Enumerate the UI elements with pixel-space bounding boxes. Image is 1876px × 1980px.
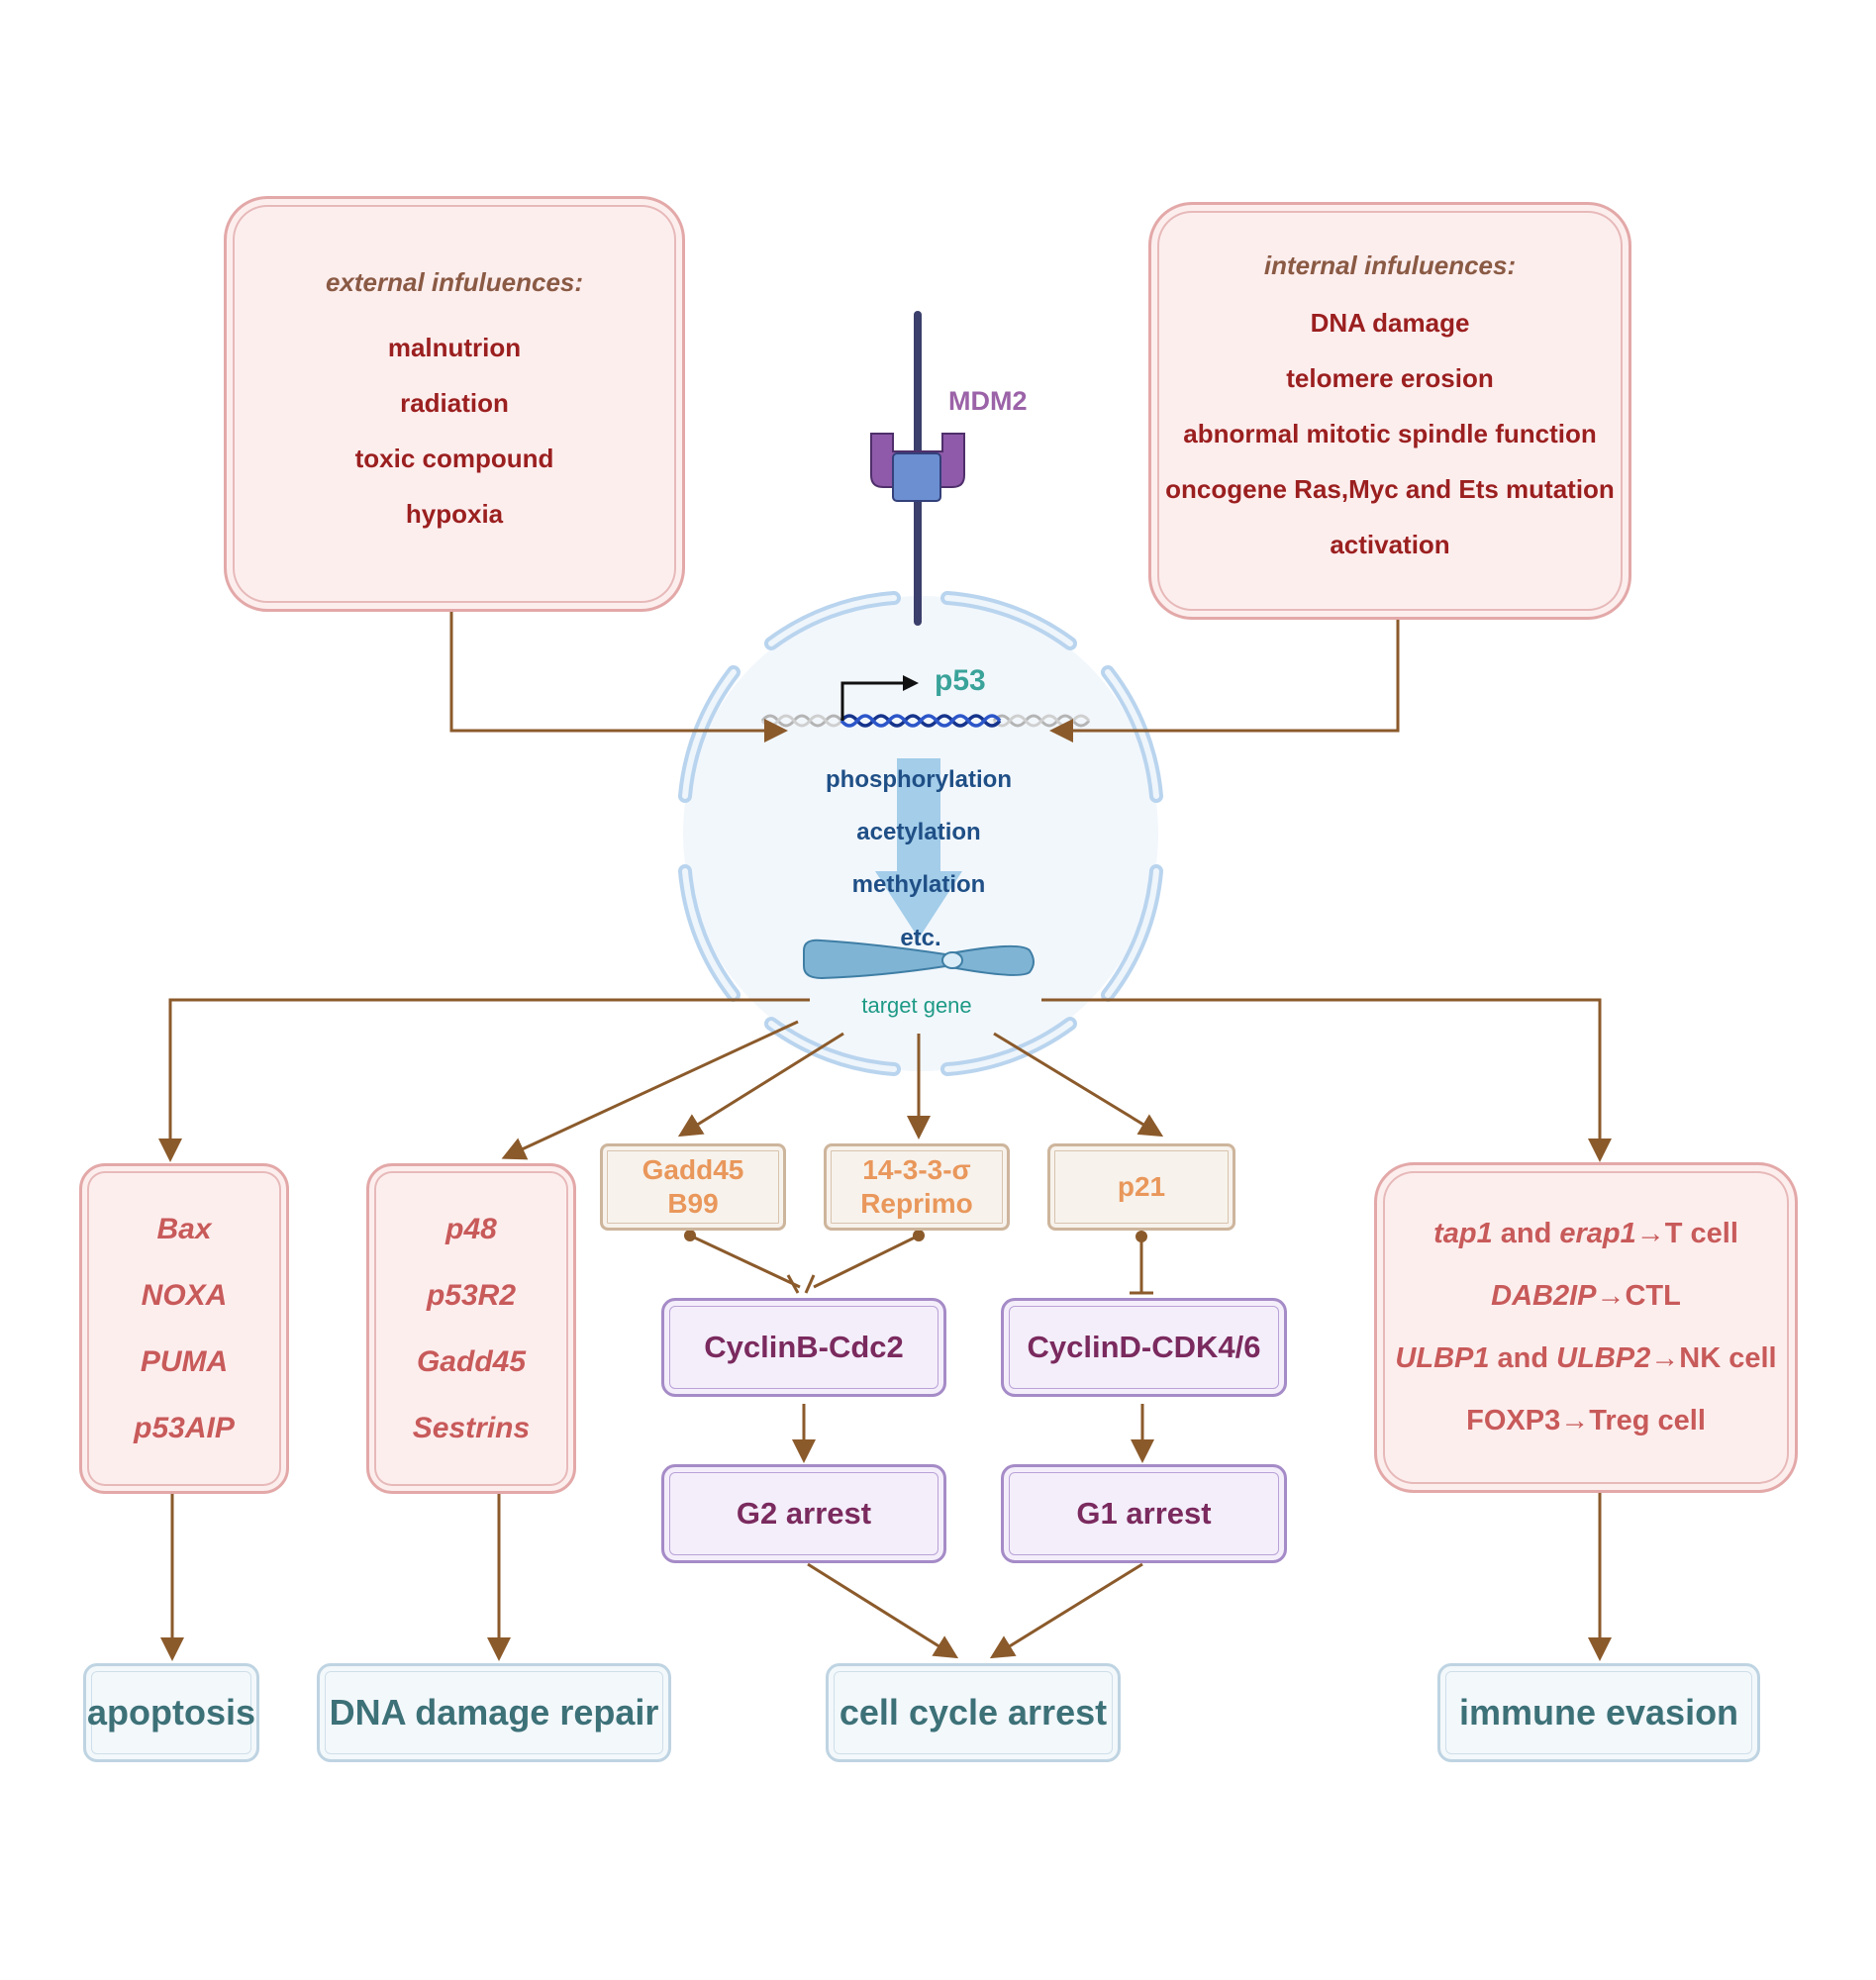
to-apoptosis-genes-arrow xyxy=(158,998,810,1162)
b99-label: B99 xyxy=(667,1188,719,1219)
immune-line-tcell: tap1 and erap1→T cell xyxy=(1433,1203,1738,1265)
p53-label: p53 xyxy=(935,664,986,697)
internal-item: oncogene Ras,Myc and Ets mutation xyxy=(1165,473,1615,504)
outcome-apoptosis-label: apoptosis xyxy=(86,1692,255,1732)
gene-noxa: NOXA xyxy=(141,1279,228,1312)
gene-ulbp1: ULBP1 xyxy=(1395,1342,1490,1374)
outcome-dna-repair-label: DNA damage repair xyxy=(329,1692,659,1732)
cyclind-label: CyclinD-CDK4/6 xyxy=(1027,1330,1261,1364)
to-p21-arrow xyxy=(993,1032,1164,1138)
internal-influences-header: internal infuluences: xyxy=(1263,249,1517,280)
reprimo-label: Reprimo xyxy=(860,1188,973,1219)
modification-etc: etc. xyxy=(900,925,941,951)
sigma-inhibits-cyclinb xyxy=(813,1234,920,1289)
gene-erap1: erap1 xyxy=(1559,1218,1636,1249)
target-treg: →Treg cell xyxy=(1560,1405,1706,1436)
p21-label: p21 xyxy=(1117,1171,1166,1202)
gene-tap1: tap1 xyxy=(1433,1218,1493,1249)
g1-to-cellcycle-arrow xyxy=(989,1562,1143,1659)
target-nk: →NK cell xyxy=(1650,1342,1777,1374)
outcome-cell-cycle-label: cell cycle arrest xyxy=(839,1692,1108,1732)
g2-label: G2 arrest xyxy=(736,1496,872,1531)
external-item: radiation xyxy=(400,387,509,418)
gene-p48: p48 xyxy=(445,1213,497,1245)
external-to-p53-arrow xyxy=(449,604,788,742)
cyclinb-label: CyclinB-Cdc2 xyxy=(704,1330,904,1364)
and-label: and xyxy=(1492,1218,1560,1249)
internal-item: telomere erosion xyxy=(1286,362,1494,393)
g1-label: G1 arrest xyxy=(1076,1496,1212,1531)
cyclind-cdk46-box: CyclinD-CDK4/6 xyxy=(1001,1298,1287,1397)
gadd45-label: Gadd45 xyxy=(642,1154,744,1185)
chromosome-icon xyxy=(803,939,1035,980)
and-label: and xyxy=(1489,1342,1557,1374)
gene-p53r2: p53R2 xyxy=(426,1279,517,1312)
sigma-label: 14-3-3-σ xyxy=(862,1154,971,1185)
g1-arrest-box: G1 arrest xyxy=(1001,1464,1287,1563)
target-tcell: →T cell xyxy=(1635,1218,1738,1249)
outcome-cell-cycle-arrest: cell cycle arrest xyxy=(826,1663,1121,1762)
internal-item: abnormal mitotic spindle function xyxy=(1183,418,1597,448)
modification-methylation: methylation xyxy=(851,871,986,898)
immune-line-nk: ULBP1 and ULBP2→NK cell xyxy=(1395,1328,1776,1390)
to-repair-genes-arrow xyxy=(501,1020,799,1160)
gene-p53aip: p53AIP xyxy=(134,1412,235,1444)
target-gene-label: target gene xyxy=(861,993,972,1018)
external-item: malnutrion xyxy=(387,332,522,362)
immune-line-ctl: DAB2IP→CTL xyxy=(1491,1265,1681,1328)
external-item: toxic compound xyxy=(354,443,554,473)
external-influences-header: external infuluences: xyxy=(325,266,584,297)
p21-box: p21 xyxy=(1047,1143,1235,1231)
gene-bax: Bax xyxy=(156,1213,212,1245)
gadd45-b99-box: Gadd45 B99 xyxy=(600,1143,786,1231)
external-influences-box: external infuluences: malnutrion radiati… xyxy=(224,196,685,612)
modification-acetylation: acetylation xyxy=(856,819,981,845)
gadd45-inhibits-cyclinb xyxy=(689,1234,801,1289)
modification-arrow-icon xyxy=(875,758,962,939)
gene-dab2ip: DAB2IP xyxy=(1491,1280,1597,1312)
to-gadd45-arrow xyxy=(677,1032,844,1138)
to-immune-genes-arrow xyxy=(1041,998,1612,1162)
apoptosis-genes-box: Bax NOXA PUMA p53AIP xyxy=(79,1163,289,1494)
internal-influences-box: internal infuluences: DNA damage telomer… xyxy=(1148,202,1631,620)
outcome-immune-evasion: immune evasion xyxy=(1437,1663,1760,1762)
sigma-reprimo-box: 14-3-3-σ Reprimo xyxy=(824,1143,1010,1231)
internal-item: DNA damage xyxy=(1310,307,1470,338)
gene-ulbp2: ULBP2 xyxy=(1556,1342,1651,1374)
outcome-dna-repair: DNA damage repair xyxy=(317,1663,671,1762)
mdm2-label: MDM2 xyxy=(948,386,1028,416)
gene-sestrins: Sestrins xyxy=(412,1412,531,1444)
immune-genes-box: tap1 and erap1→T cell DAB2IP→CTL ULBP1 a… xyxy=(1374,1162,1798,1493)
external-item: hypoxia xyxy=(405,498,504,529)
gene-gadd45: Gadd45 xyxy=(416,1345,527,1378)
target-ctl: →CTL xyxy=(1596,1280,1681,1312)
g2-arrest-box: G2 arrest xyxy=(661,1464,946,1563)
g2-to-cellcycle-arrow xyxy=(807,1562,959,1659)
outcome-apoptosis: apoptosis xyxy=(83,1663,259,1762)
internal-item: activation xyxy=(1330,529,1450,559)
cyclinb-cdc2-box: CyclinB-Cdc2 xyxy=(661,1298,946,1397)
outcome-immune-evasion-label: immune evasion xyxy=(1458,1692,1739,1732)
repair-genes-box: p48 p53R2 Gadd45 Sestrins xyxy=(366,1163,576,1494)
internal-to-p53-arrow xyxy=(1049,606,1400,742)
gene-foxp3: FOXP3 xyxy=(1466,1405,1561,1436)
immune-line-treg: FOXP3→Treg cell xyxy=(1466,1390,1706,1452)
mdm2-receptor-icon xyxy=(870,311,965,626)
promoter-arrow-icon xyxy=(840,675,919,721)
gene-puma: PUMA xyxy=(140,1345,229,1378)
modification-phosphorylation: phosphorylation xyxy=(826,766,1012,793)
